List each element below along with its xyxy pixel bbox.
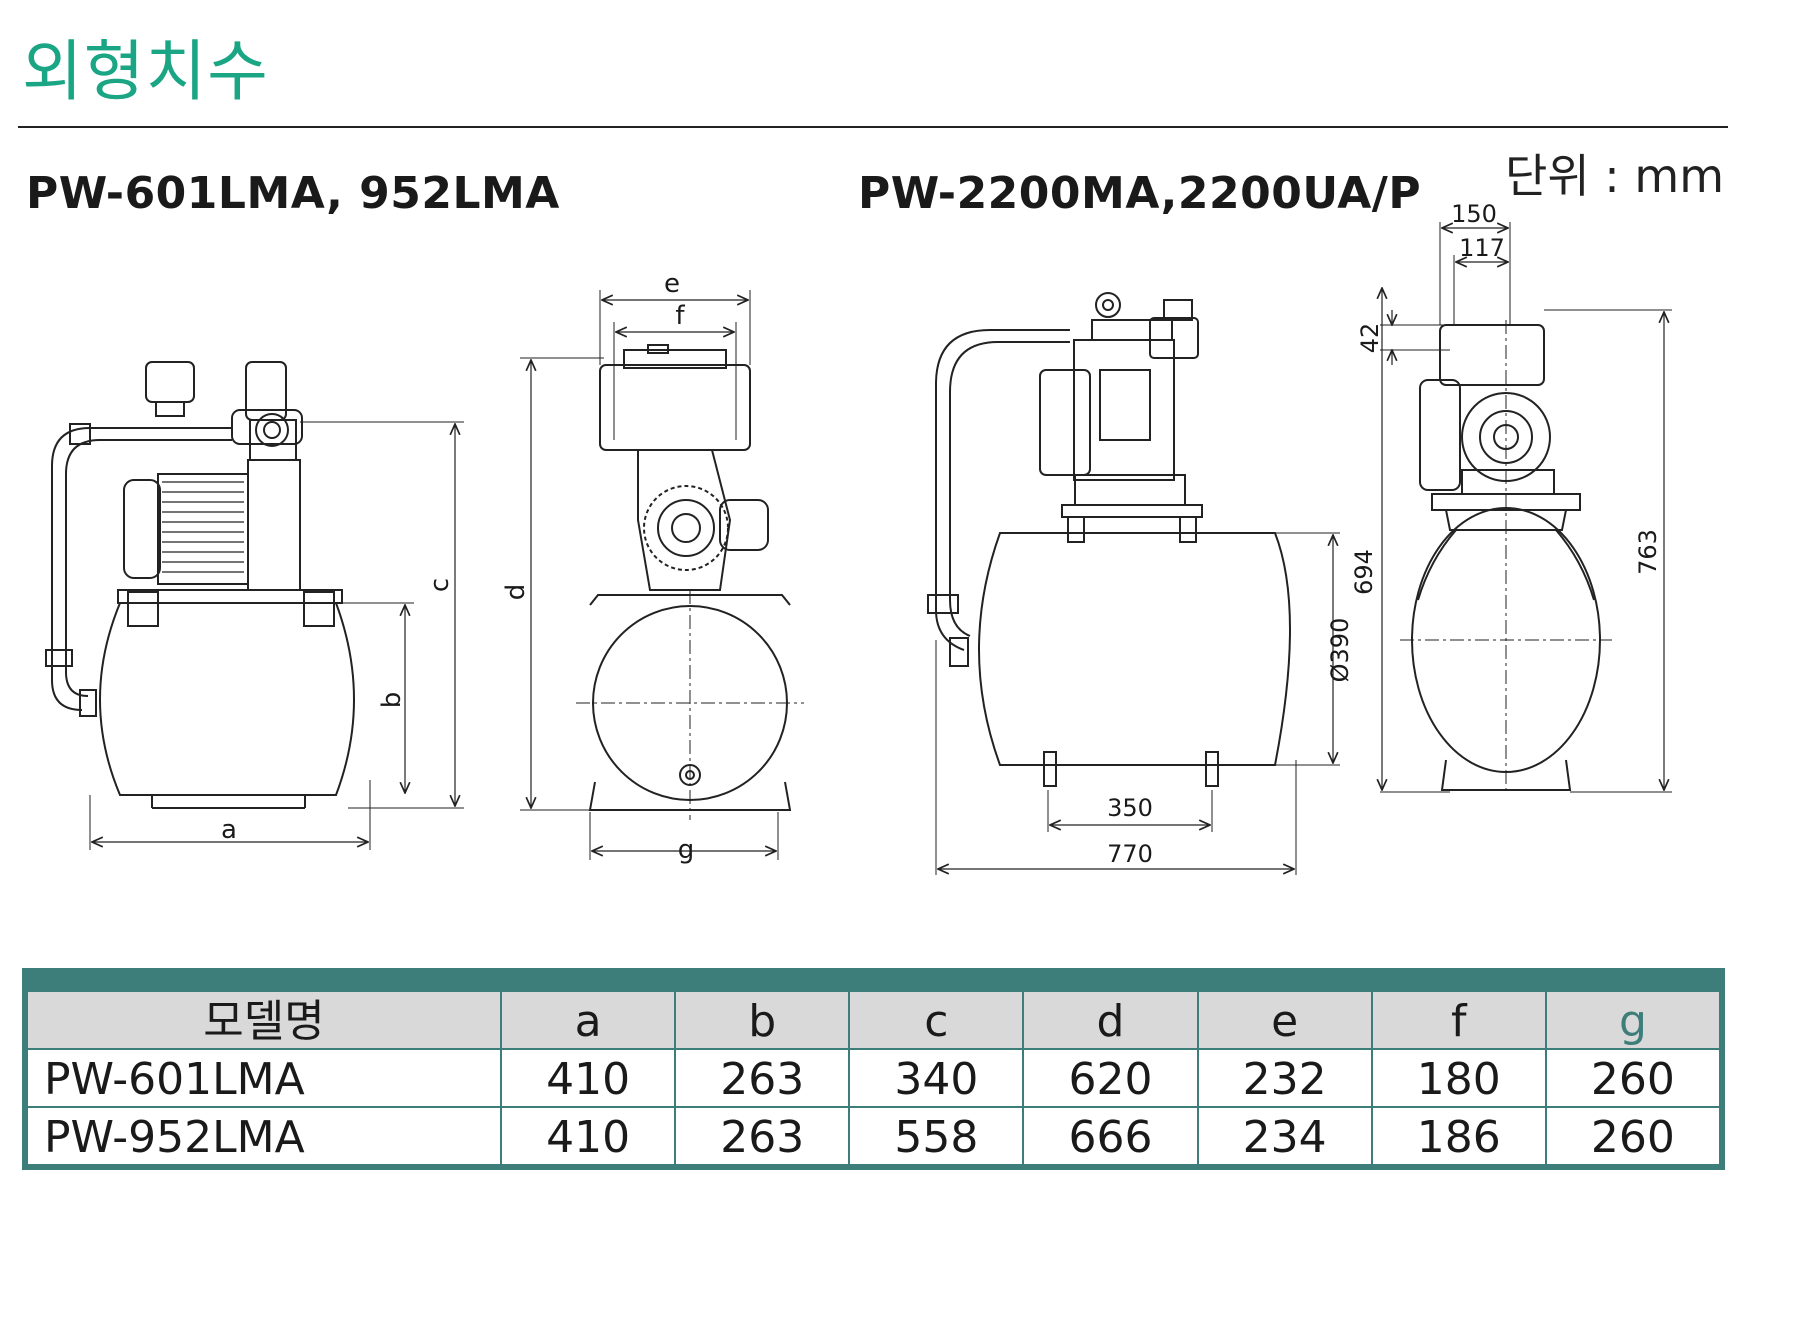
header-e: e [1196, 990, 1373, 1050]
dim-label-763: 763 [1634, 529, 1662, 575]
dim-label-42: 42 [1356, 323, 1384, 354]
row-cell: 260 [1544, 1106, 1722, 1166]
row-cell: 620 [1022, 1048, 1199, 1108]
dimension-drawings: a b c e f g d [45, 200, 1672, 875]
row-cell: 666 [1022, 1106, 1199, 1166]
table-row: PW-601LMA 410 263 340 620 232 180 260 [26, 1048, 1722, 1108]
left-side-view [45, 361, 464, 850]
dim-label-e: e [664, 269, 680, 299]
header-c: c [848, 990, 1025, 1050]
left-front-view [520, 290, 804, 860]
dim-label-c: c [425, 578, 455, 592]
row-cell: 234 [1196, 1106, 1373, 1166]
right-model-title: PW-2200MA,2200UA/P [858, 168, 1422, 219]
row-cell: 340 [848, 1048, 1025, 1108]
right-front-view [1380, 222, 1672, 793]
page-title: 외형치수 [22, 33, 269, 110]
dim-label-b: b [377, 692, 407, 709]
header-a: a [499, 990, 677, 1050]
dim-label-390: Ø390 [1326, 618, 1354, 683]
header-b: b [674, 990, 851, 1050]
dim-label-350: 350 [1107, 794, 1153, 822]
header-d: d [1022, 990, 1199, 1050]
dimension-table: 모델명 a b c d e f g PW-601LMA 410 263 340 … [22, 968, 1725, 1170]
dim-label-694: 694 [1350, 549, 1378, 595]
unit-label: 단위 : mm [1505, 149, 1725, 203]
row-cell: 263 [674, 1048, 851, 1108]
title-divider [18, 126, 1728, 128]
row-cell: 558 [848, 1106, 1025, 1166]
dim-label-a: a [221, 815, 237, 845]
left-model-title: PW-601LMA, 952LMA [26, 168, 560, 219]
row-model: PW-601LMA [26, 1048, 502, 1108]
row-cell: 186 [1370, 1106, 1547, 1166]
header-f: f [1370, 990, 1547, 1050]
dim-label-117: 117 [1459, 234, 1505, 262]
table-row: PW-952LMA 410 263 558 666 234 186 260 [26, 1106, 1722, 1166]
dim-label-150: 150 [1451, 200, 1497, 228]
dim-label-g: g [678, 835, 695, 865]
dim-label-f: f [675, 301, 685, 331]
right-side-view [927, 292, 1340, 875]
row-cell: 180 [1370, 1048, 1547, 1108]
row-cell: 232 [1196, 1048, 1373, 1108]
dim-label-770: 770 [1107, 840, 1153, 868]
row-cell: 410 [499, 1106, 677, 1166]
row-cell: 260 [1544, 1048, 1722, 1108]
header-g: g [1544, 990, 1722, 1050]
header-model: 모델명 [26, 990, 502, 1050]
row-cell: 263 [674, 1106, 851, 1166]
dim-label-d: d [501, 584, 531, 601]
row-model: PW-952LMA [26, 1106, 502, 1166]
row-cell: 410 [499, 1048, 677, 1108]
table-header-row: 모델명 a b c d e f g [26, 990, 1722, 1050]
